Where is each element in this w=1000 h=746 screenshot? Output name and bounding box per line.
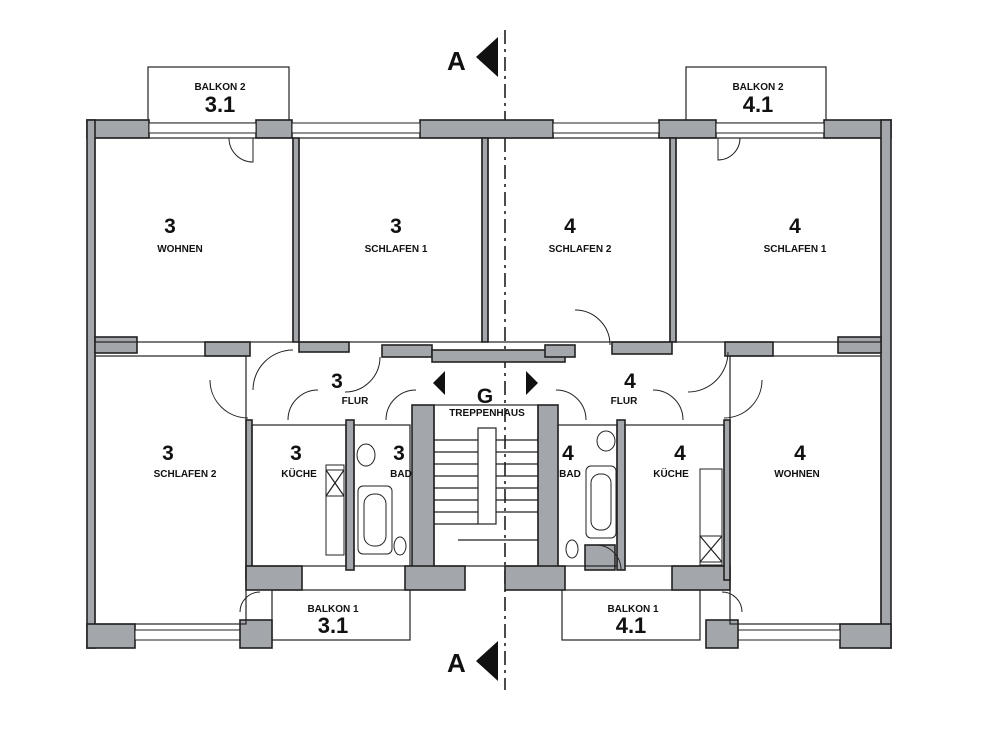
stair-arrow-right-icon (526, 371, 538, 395)
bath-fixtures (325, 430, 723, 566)
svg-text:SCHLAFEN 1: SCHLAFEN 1 (365, 244, 428, 255)
room-label-3-schlafen2: 3 SCHLAFEN 2 (154, 442, 217, 480)
section-arrow-top-icon (476, 37, 498, 77)
svg-text:3: 3 (390, 215, 402, 238)
svg-text:3: 3 (162, 442, 174, 465)
svg-text:BALKON 1: BALKON 1 (607, 604, 659, 615)
stair-arrow-left-icon (433, 371, 445, 395)
svg-text:BALKON 2: BALKON 2 (732, 82, 784, 93)
svg-text:KÜCHE: KÜCHE (281, 467, 317, 480)
stair-treads (434, 427, 538, 541)
svg-text:4.1: 4.1 (743, 92, 774, 117)
svg-text:3.1: 3.1 (205, 92, 236, 117)
room-label-4-bad: 4 BAD (559, 442, 581, 480)
balcony-label-top-left: BALKON 2 3.1 (194, 82, 246, 117)
doors (209, 137, 763, 613)
section-letter-top: A (447, 46, 466, 76)
svg-text:SCHLAFEN 2: SCHLAFEN 2 (154, 469, 217, 480)
stair-code: G (477, 385, 493, 408)
svg-text:4: 4 (562, 442, 574, 465)
balcony-label-bottom-right: BALKON 1 4.1 (607, 604, 659, 638)
svg-text:4: 4 (789, 215, 801, 238)
svg-text:SCHLAFEN 2: SCHLAFEN 2 (549, 244, 612, 255)
toilet-right (565, 539, 579, 559)
svg-text:3: 3 (331, 370, 343, 393)
svg-text:KÜCHE: KÜCHE (653, 467, 689, 480)
room-label-4-schlafen1: 4 SCHLAFEN 1 (764, 215, 827, 255)
balcony-bottom-left (271, 589, 411, 641)
svg-text:4: 4 (674, 442, 686, 465)
svg-text:BALKON 1: BALKON 1 (307, 604, 359, 615)
svg-text:3: 3 (393, 442, 405, 465)
svg-text:SCHLAFEN 1: SCHLAFEN 1 (764, 244, 827, 255)
balcony-bottom-right (561, 589, 701, 641)
svg-text:WOHNEN: WOHNEN (774, 469, 820, 480)
room-label-4-kueche: 4 KÜCHE (653, 442, 689, 480)
balcony-label-bottom-left: BALKON 1 3.1 (307, 604, 359, 638)
room-label-4-flur: 4 FLUR (611, 370, 638, 407)
svg-text:4: 4 (624, 370, 636, 393)
svg-text:3: 3 (164, 215, 176, 238)
section-mark-top: A (447, 37, 498, 77)
stair-label: G TREPPENHAUS (449, 385, 525, 419)
svg-text:3.1: 3.1 (318, 613, 349, 638)
svg-text:3: 3 (290, 442, 302, 465)
sink-left (356, 443, 376, 467)
section-mark-bottom: A (447, 641, 498, 681)
room-label-3-schlafen1: 3 SCHLAFEN 1 (365, 215, 428, 255)
room-label-4-schlafen2: 4 SCHLAFEN 2 (549, 215, 612, 255)
svg-text:BALKON 2: BALKON 2 (194, 82, 246, 93)
room-outlines (94, 137, 882, 625)
sink-right (596, 430, 616, 452)
room-label-3-kueche: 3 KÜCHE (281, 442, 317, 480)
svg-text:FLUR: FLUR (611, 396, 638, 407)
svg-text:FLUR: FLUR (342, 396, 369, 407)
svg-text:4: 4 (794, 442, 806, 465)
section-letter-bottom: A (447, 648, 466, 678)
svg-text:4.1: 4.1 (616, 613, 647, 638)
stair-name: TREPPENHAUS (449, 408, 525, 419)
svg-text:WOHNEN: WOHNEN (157, 244, 203, 255)
walls (86, 119, 892, 649)
toilet-left (393, 536, 407, 556)
room-label-3-bad: 3 BAD (390, 442, 412, 480)
room-label-3-wohnen: 3 WOHNEN (157, 215, 203, 255)
svg-text:4: 4 (564, 215, 576, 238)
balcony-label-top-right: BALKON 2 4.1 (732, 82, 784, 117)
room-label-4-wohnen: 4 WOHNEN (774, 442, 820, 480)
section-arrow-bottom-icon (476, 641, 498, 681)
svg-text:BAD: BAD (559, 469, 581, 480)
svg-text:BAD: BAD (390, 469, 412, 480)
room-label-3-flur: 3 FLUR (331, 370, 369, 407)
